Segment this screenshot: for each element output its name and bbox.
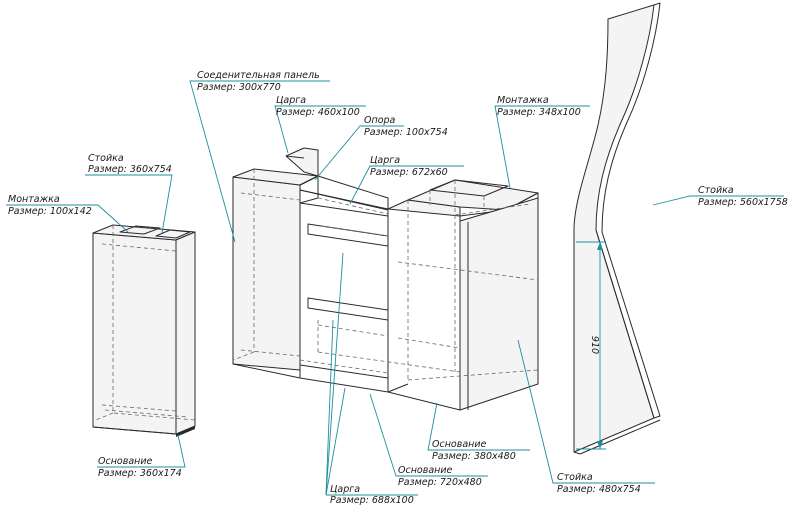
callout-montazh-left: Монтажка Размер: 100x142 — [8, 194, 92, 217]
svg-text:Царга: Царга — [276, 95, 306, 106]
callout-stoika-left: Стойка Размер: 360x754 — [88, 153, 172, 175]
svg-text:Царга: Царга — [370, 155, 400, 166]
svg-text:Размер: 688x100: Размер: 688x100 — [330, 495, 414, 505]
callout-tsarga-bottom: Царга Размер: 688x100 — [330, 484, 414, 505]
right-box — [387, 179, 539, 411]
svg-text:Монтажка: Монтажка — [497, 95, 549, 106]
svg-text:Размер: 360x754: Размер: 360x754 — [88, 164, 172, 175]
dimension-910: 910 — [576, 241, 606, 450]
svg-text:Монтажка: Монтажка — [8, 194, 60, 205]
svg-text:Размер: 100x754: Размер: 100x754 — [364, 127, 448, 138]
svg-text:Опора: Опора — [364, 115, 396, 126]
center-left-side — [232, 176, 301, 371]
svg-text:Размер: 480x754: Размер: 480x754 — [557, 484, 641, 495]
leader-lines — [6, 80, 784, 496]
left-panel-front — [92, 232, 177, 435]
svg-text:Размер: 348x100: Размер: 348x100 — [497, 107, 581, 118]
callout-tsarga-top: Царга Размер: 460x100 — [276, 95, 360, 118]
svg-text:Соеденительная панель: Соеденительная панель — [197, 70, 320, 81]
callout-montazh-right: Монтажка Размер: 348x100 — [497, 95, 581, 118]
left-panel-side — [175, 231, 196, 435]
svg-text:Стойка: Стойка — [88, 153, 124, 164]
svg-text:Стойка: Стойка — [698, 185, 734, 196]
callout-osnovanie-mid: Основание Размер: 380x480 — [432, 439, 516, 462]
tall-curved-panel — [573, 2, 661, 455]
callout-stoika-tall: Стойка Размер: 560x1758 — [698, 185, 788, 208]
svg-text:Размер: 380x480: Размер: 380x480 — [432, 451, 516, 462]
svg-text:Размер: 100x142: Размер: 100x142 — [8, 206, 92, 217]
svg-text:Размер: 720x480: Размер: 720x480 — [398, 477, 482, 488]
dimension-value: 910 — [589, 336, 600, 354]
svg-text:Размер: 560x1758: Размер: 560x1758 — [698, 197, 788, 208]
callout-osnovanie-left: Основание Размер: 360x174 — [98, 456, 182, 479]
center-cabinet — [232, 147, 461, 393]
svg-text:Стойка: Стойка — [557, 472, 593, 483]
callout-soed-panel: Соеденительная панель Размер: 300x770 — [197, 70, 320, 93]
svg-text:Размер: 360x174: Размер: 360x174 — [98, 468, 182, 479]
svg-text:Размер: 300x770: Размер: 300x770 — [197, 82, 281, 93]
right-box-side — [459, 197, 539, 411]
svg-text:Основание: Основание — [98, 456, 153, 467]
svg-text:Основание: Основание — [432, 439, 487, 450]
svg-text:Основание: Основание — [398, 465, 453, 476]
callout-stoika-right: Стойка Размер: 480x754 — [557, 472, 641, 495]
callout-opora: Опора Размер: 100x754 — [364, 115, 448, 138]
left-cabinet-part — [92, 224, 196, 437]
svg-text:Размер: 460x100: Размер: 460x100 — [276, 107, 360, 118]
callout-tsarga-mid: Царга Размер: 672x60 — [370, 155, 448, 178]
svg-text:Размер: 672x60: Размер: 672x60 — [370, 167, 448, 178]
svg-text:Царга: Царга — [330, 484, 360, 495]
tall-panel-face — [573, 4, 655, 453]
callout-osnovanie-center: Основание Размер: 720x480 — [398, 465, 482, 488]
